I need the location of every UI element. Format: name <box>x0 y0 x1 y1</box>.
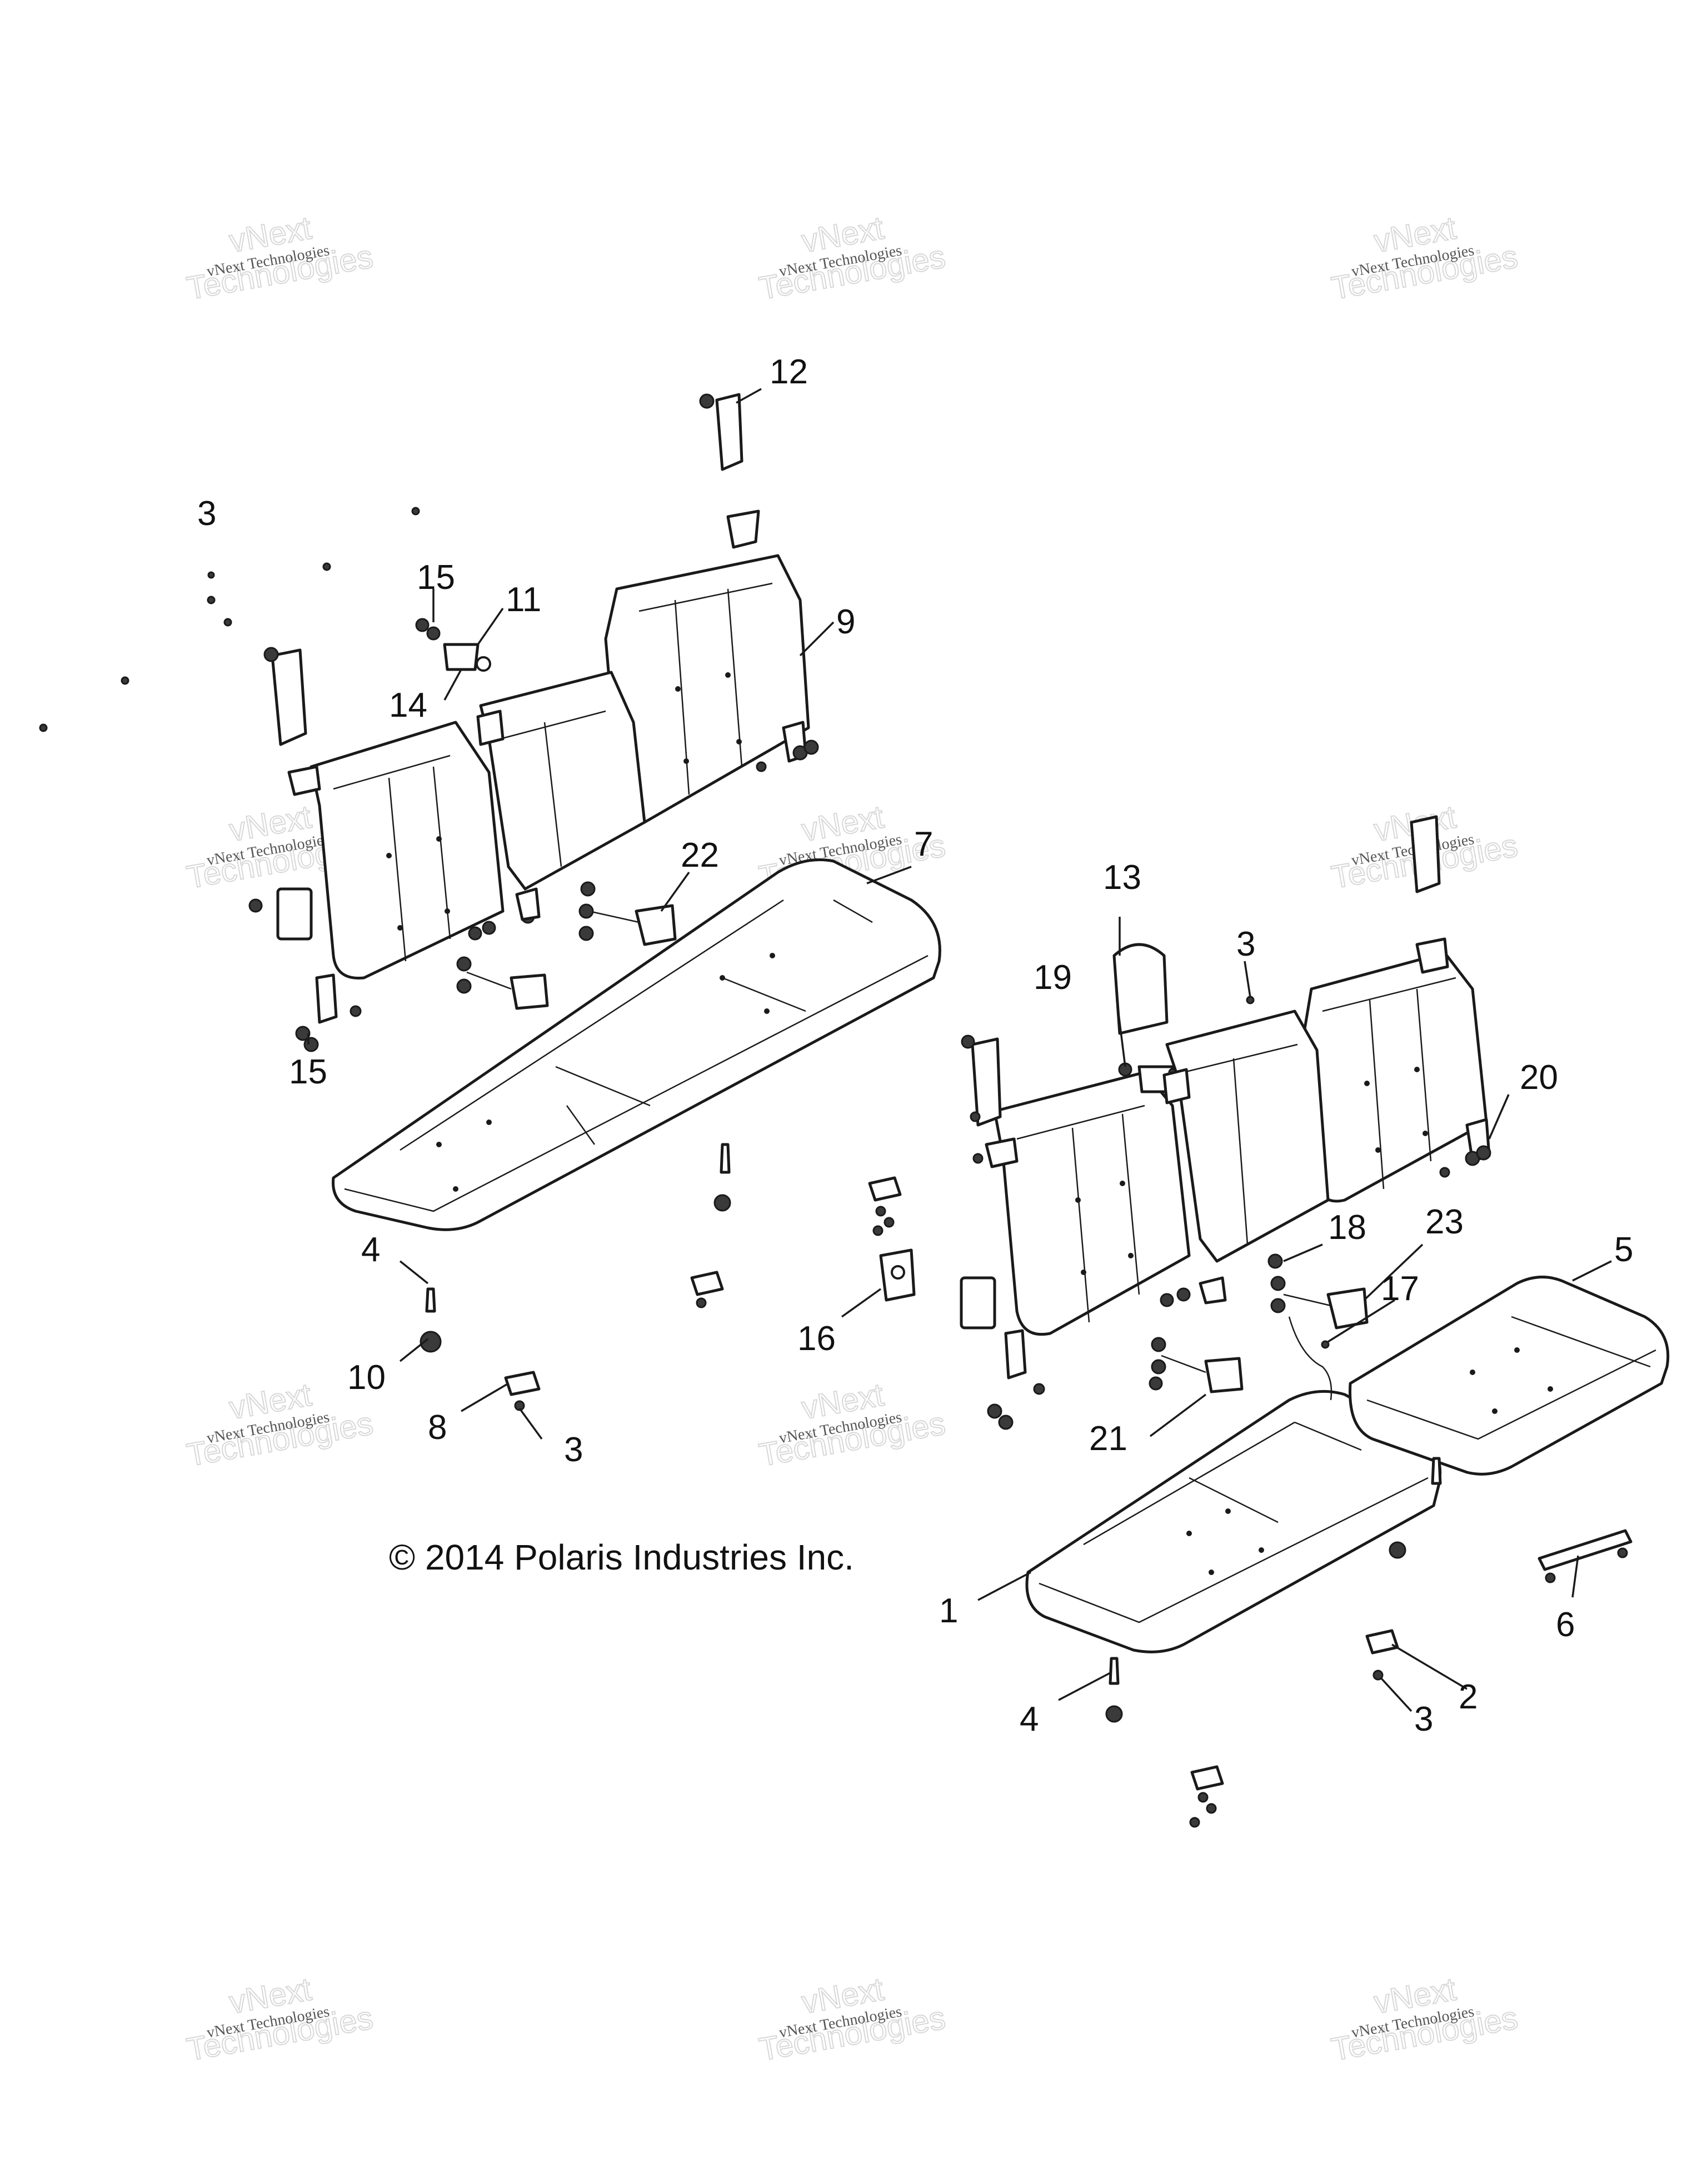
callout-16: 16 <box>797 1320 836 1358</box>
rear-bench-assembly <box>960 815 1670 1828</box>
callout-9: 9 <box>836 603 855 641</box>
seat-back-rear <box>993 951 1491 1380</box>
belt-anchor <box>726 509 760 549</box>
callout-4: 4 <box>361 1231 380 1269</box>
bracket-rear-left <box>971 1037 1002 1127</box>
callout-21: 21 <box>1089 1420 1127 1458</box>
callout-15: 15 <box>289 1053 327 1091</box>
seat-back-front <box>310 554 810 1024</box>
callout-4: 4 <box>1020 1700 1039 1738</box>
callout-6: 6 <box>1556 1606 1575 1644</box>
watermark: vNext Technologies vNext Technologies <box>183 209 376 307</box>
front-hardware <box>39 393 916 1411</box>
bracket-rear-top <box>1410 815 1441 893</box>
watermark: vNext Technologies vNext Technologies <box>183 1971 376 2068</box>
watermark: vNext Technologies vNext Technologies <box>1328 1971 1521 2068</box>
leader-lines <box>307 388 1612 1712</box>
callout-3: 3 <box>197 494 216 533</box>
callout-12: 12 <box>770 353 808 391</box>
watermark: vNext Technologies vNext Technologies <box>756 1376 949 1474</box>
callouts: 12 3 15 11 9 14 7 22 15 4 10 8 3 16 13 1… <box>197 353 1633 1738</box>
callout-17: 17 <box>1381 1270 1419 1308</box>
callout-7: 7 <box>914 825 933 863</box>
watermark: vNext Technologies vNext Technologies <box>183 1376 376 1474</box>
callout-5: 5 <box>1614 1231 1633 1269</box>
callout-1: 1 <box>939 1592 958 1630</box>
seat-cushion-front <box>332 858 941 1231</box>
callout-3: 3 <box>564 1431 583 1469</box>
callout-8: 8 <box>428 1408 447 1447</box>
callout-23: 23 <box>1425 1203 1464 1241</box>
seat-cushion-rear-5 <box>1349 1276 1670 1476</box>
cover-13 <box>1112 943 1169 1035</box>
callout-20: 20 <box>1520 1058 1558 1097</box>
callout-3: 3 <box>1236 925 1255 963</box>
copyright-text: © 2014 Polaris Industries Inc. <box>389 1537 854 1577</box>
rail-6 <box>1538 1529 1633 1571</box>
callout-13: 13 <box>1103 858 1141 897</box>
bracket-left <box>271 648 307 746</box>
watermark: vNext Technologies vNext Technologies <box>756 209 949 307</box>
callout-10: 10 <box>347 1358 386 1397</box>
callout-15: 15 <box>417 558 455 597</box>
callout-2: 2 <box>1459 1678 1478 1716</box>
callout-14: 14 <box>389 686 427 724</box>
watermark: vNext Technologies vNext Technologies <box>1328 209 1521 307</box>
front-bench-assembly <box>39 393 941 1411</box>
bracket-11 <box>443 643 480 671</box>
callout-19: 19 <box>1034 958 1072 997</box>
callout-22: 22 <box>681 836 719 874</box>
rear-hardware <box>960 815 1491 1828</box>
watermark: vNext Technologies vNext Technologies <box>756 1971 949 2068</box>
callout-18: 18 <box>1328 1208 1366 1247</box>
callout-3: 3 <box>1414 1700 1433 1738</box>
bracket-12 <box>715 393 743 471</box>
callout-11: 11 <box>506 581 541 619</box>
